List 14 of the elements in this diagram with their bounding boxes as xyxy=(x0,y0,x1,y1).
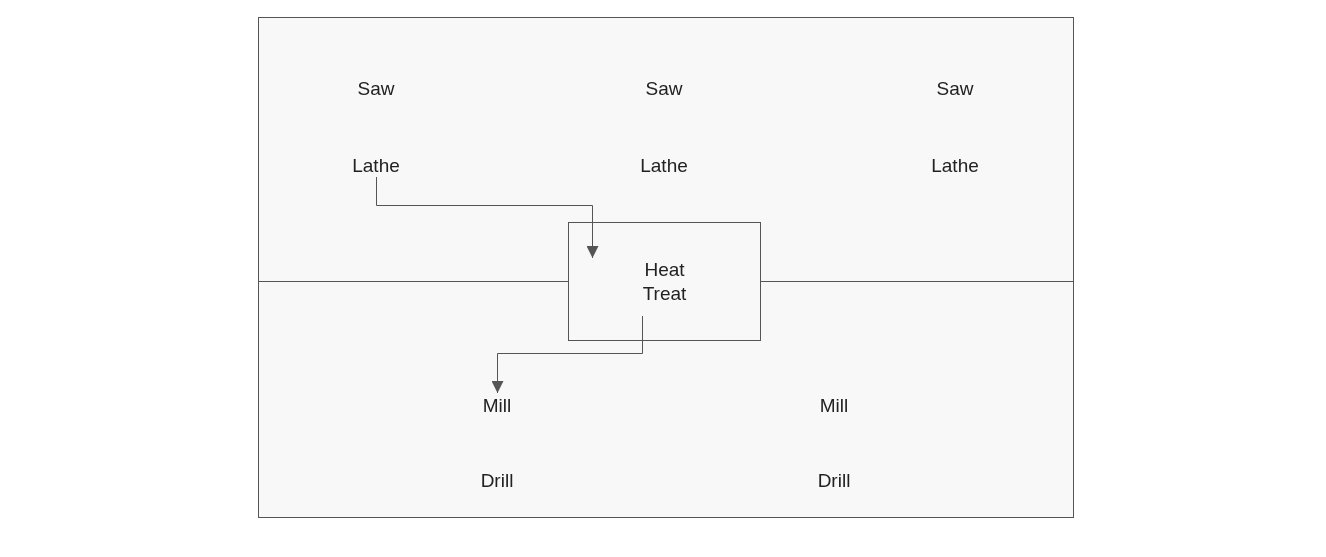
machine-label: Saw xyxy=(645,78,683,100)
process-label: Heat Treat xyxy=(641,257,688,306)
machine-label: Mill xyxy=(482,395,512,417)
machine-label: Lathe xyxy=(640,155,688,177)
machine-label: Drill xyxy=(817,470,851,492)
machine-label: Saw xyxy=(936,78,974,100)
machine-label: Mill xyxy=(819,395,849,417)
machine-label: Drill xyxy=(480,470,514,492)
machine-label: Lathe xyxy=(352,155,400,177)
arrow xyxy=(376,176,599,259)
machine-label: Lathe xyxy=(931,155,979,177)
machine-label: Saw xyxy=(357,78,395,100)
process-box xyxy=(568,222,761,341)
arrow xyxy=(491,315,643,394)
